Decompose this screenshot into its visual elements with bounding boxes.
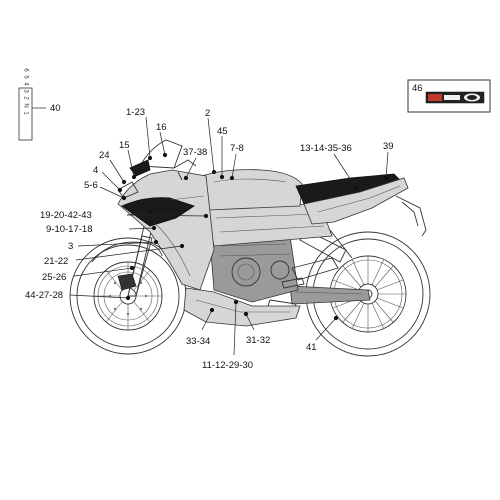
ref-label-41: 41 xyxy=(306,342,317,353)
ref-label-39: 39 xyxy=(383,141,394,152)
ref-label-24: 24 xyxy=(99,150,110,161)
ref-label-16: 16 xyxy=(156,122,167,133)
front-fairing xyxy=(117,169,215,291)
ref-label-3: 3 xyxy=(68,241,73,252)
belly-pan xyxy=(183,287,301,327)
ref-label-11-12-29-30: 11-12-29-30 xyxy=(202,360,253,371)
callout-labels: 1-23 16 2 45 15 24 37-38 7-8 13-14-35-36… xyxy=(25,107,394,371)
ref-label-33-34: 33-34 xyxy=(186,336,210,347)
ref-label-31-32: 31-32 xyxy=(246,335,270,346)
ref-label-7-8: 7-8 xyxy=(230,143,244,154)
front-wheel xyxy=(69,237,187,355)
part-strip-40: 6 5 4 3 2 N 1 40 xyxy=(18,68,61,141)
swingarm xyxy=(289,285,371,305)
decal-box-46: 46 xyxy=(407,79,491,113)
ref-label-15: 15 xyxy=(119,140,130,151)
license-bracket xyxy=(395,195,427,237)
headlight xyxy=(117,181,139,199)
windscreen xyxy=(139,139,183,169)
ref-label-1-23: 1-23 xyxy=(126,107,145,118)
ref-label-9-10-17-18: 9-10-17-18 xyxy=(46,224,92,235)
tail-fairing xyxy=(303,177,409,225)
mirror xyxy=(129,159,151,177)
ref-label-4: 4 xyxy=(93,165,98,176)
ref-label-25-26: 25-26 xyxy=(42,272,66,283)
ref-label-40: 40 xyxy=(50,103,61,114)
callout-leaders xyxy=(69,116,389,356)
ref-label-19-20-42-43: 19-20-42-43 xyxy=(40,210,92,221)
ref-label-44-27-28: 44-27-28 xyxy=(25,290,63,301)
front-fender xyxy=(91,241,163,263)
ref-label-45: 45 xyxy=(217,126,228,137)
ref-label-46: 46 xyxy=(412,83,423,94)
ref-label-2: 2 xyxy=(205,108,210,119)
exhaust xyxy=(291,257,339,281)
fuel-tank xyxy=(201,169,303,211)
ref-label-5-6: 5-6 xyxy=(84,180,98,191)
ref-label-37-38: 37-38 xyxy=(183,147,207,158)
motorcycle-illustration xyxy=(69,139,431,357)
strip-text: 6 5 4 3 2 N 1 xyxy=(23,68,29,115)
ref-label-21-22: 21-22 xyxy=(44,256,68,267)
ref-label-13-14-35-36: 13-14-35-36 xyxy=(300,143,352,154)
